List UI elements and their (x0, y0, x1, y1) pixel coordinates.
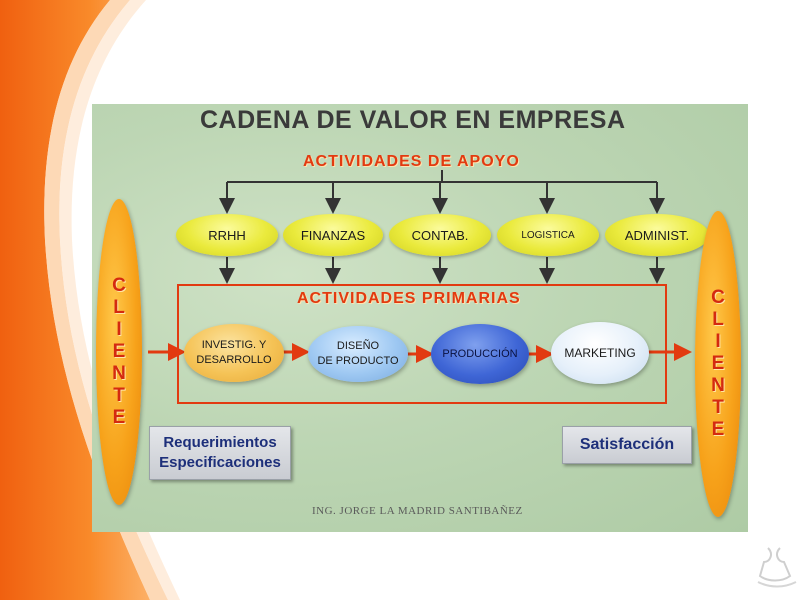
client-letter: C (112, 275, 126, 296)
client-letter: E (711, 353, 725, 374)
client-letter: T (113, 385, 125, 406)
support-activity-contab: CONTAB. (389, 214, 491, 256)
diagram-connectors (148, 170, 692, 404)
client-letter: L (113, 297, 125, 318)
client-letter: T (712, 397, 724, 418)
support-activity-administ: ADMINIST. (605, 214, 709, 256)
client-letter: E (711, 419, 725, 440)
author-footer: ING. JORGE LA MADRID SANTIBAÑEZ (312, 505, 523, 517)
client-letter: C (711, 287, 725, 308)
client-letter: N (112, 363, 126, 384)
primary-activities-header: ACTIVIDADES PRIMARIAS (297, 290, 521, 307)
support-activity-logistica: LOGISTICA (497, 214, 599, 256)
client-letter: L (712, 309, 724, 330)
client-letter: I (715, 331, 721, 352)
client-letter: E (112, 407, 126, 428)
primary-activity-marketing: MARKETING (551, 322, 649, 384)
support-bracket-line (227, 170, 657, 183)
support-activity-finanzas: FINANZAS (283, 214, 383, 256)
corner-logo-icon (757, 547, 797, 588)
client-letter: N (711, 375, 725, 396)
diagram-title: CADENA DE VALOR EN EMPRESA (200, 106, 626, 134)
value-chain-diagram: CADENA DE VALOR EN EMPRESA ACTIVIDADES D… (92, 104, 748, 532)
support-activities-header: ACTIVIDADES DE APOYO (303, 153, 520, 170)
client-letter: I (116, 319, 122, 340)
primary-activity-produccion: PRODUCCIÓN (431, 324, 529, 384)
support-activity-rrhh: RRHH (176, 214, 278, 256)
client-letter: E (112, 341, 126, 362)
satisfaction-box: Satisfacción (562, 426, 692, 464)
